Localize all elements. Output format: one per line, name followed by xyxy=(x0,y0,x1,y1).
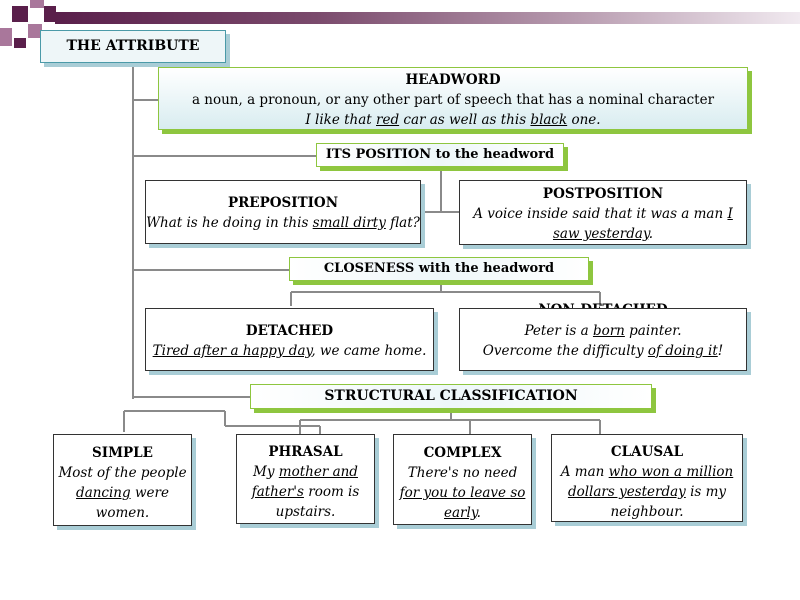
complex-title: COMPLEX xyxy=(423,445,502,461)
clausal-title: CLAUSAL xyxy=(610,444,684,460)
detached-example: Tired after a happy day, we came home. xyxy=(152,343,427,359)
decor-square xyxy=(14,38,26,48)
decor-square xyxy=(12,6,28,22)
headword-definition: a noun, a pronoun, or any other part of … xyxy=(191,92,715,108)
detached-box: DETACHED Tired after a happy day, we cam… xyxy=(145,308,434,371)
non-detached-example-2: Overcome the difficulty of doing it! xyxy=(482,343,724,359)
detached-title: DETACHED xyxy=(245,323,334,339)
headword-example: I like that red car as well as this blac… xyxy=(305,112,601,128)
phrasal-title: PHRASAL xyxy=(268,444,343,460)
preposition-title: PREPOSITION xyxy=(227,195,339,211)
preposition-box: PREPOSITION What is he doing in this sma… xyxy=(145,180,421,244)
simple-example: Most of the people dancing were women. xyxy=(58,465,187,521)
simple-box: SIMPLE Most of the people dancing were w… xyxy=(53,434,192,526)
postposition-example: A voice inside said that it was a man I … xyxy=(473,206,733,242)
clausal-box: CLAUSAL A man who won a million dollars … xyxy=(551,434,743,522)
attribute-title: THE ATTRIBUTE xyxy=(66,38,200,54)
preposition-example: What is he doing in this small dirty fla… xyxy=(146,215,420,231)
closeness-title: CLOSENESS with the headword xyxy=(323,261,555,276)
postposition-title: POSTPOSITION xyxy=(542,186,664,202)
complex-box: COMPLEX There's no need for you to leave… xyxy=(393,434,532,525)
structural-box: STRUCTURAL CLASSIFICATION xyxy=(250,384,652,409)
phrasal-box: PHRASAL My mother and father's room is u… xyxy=(236,434,375,524)
headword-title: HEADWORD xyxy=(405,72,501,88)
decor-square xyxy=(44,6,56,22)
non-detached-box: Peter is a born painter. Overcome the di… xyxy=(459,308,747,371)
attribute-box: THE ATTRIBUTE xyxy=(40,30,226,63)
decor-square xyxy=(28,24,42,38)
complex-example: There's no need for you to leave so earl… xyxy=(399,465,526,521)
position-box: ITS POSITION to the headword xyxy=(316,143,564,167)
structural-title: STRUCTURAL CLASSIFICATION xyxy=(324,388,578,404)
postposition-box: POSTPOSITION A voice inside said that it… xyxy=(459,180,747,245)
position-title: ITS POSITION to the headword xyxy=(325,147,555,162)
closeness-box: CLOSENESS with the headword xyxy=(289,257,589,281)
non-detached-example-1: Peter is a born painter. xyxy=(524,323,682,339)
decor-top-band xyxy=(55,12,800,24)
headword-box: HEADWORD a noun, a pronoun, or any other… xyxy=(158,67,748,130)
decor-square xyxy=(0,28,12,46)
phrasal-example: My mother and father's room is upstairs. xyxy=(251,464,360,520)
clausal-example: A man who won a million dollars yesterda… xyxy=(560,464,734,520)
simple-title: SIMPLE xyxy=(92,445,153,461)
decor-square xyxy=(30,0,44,8)
